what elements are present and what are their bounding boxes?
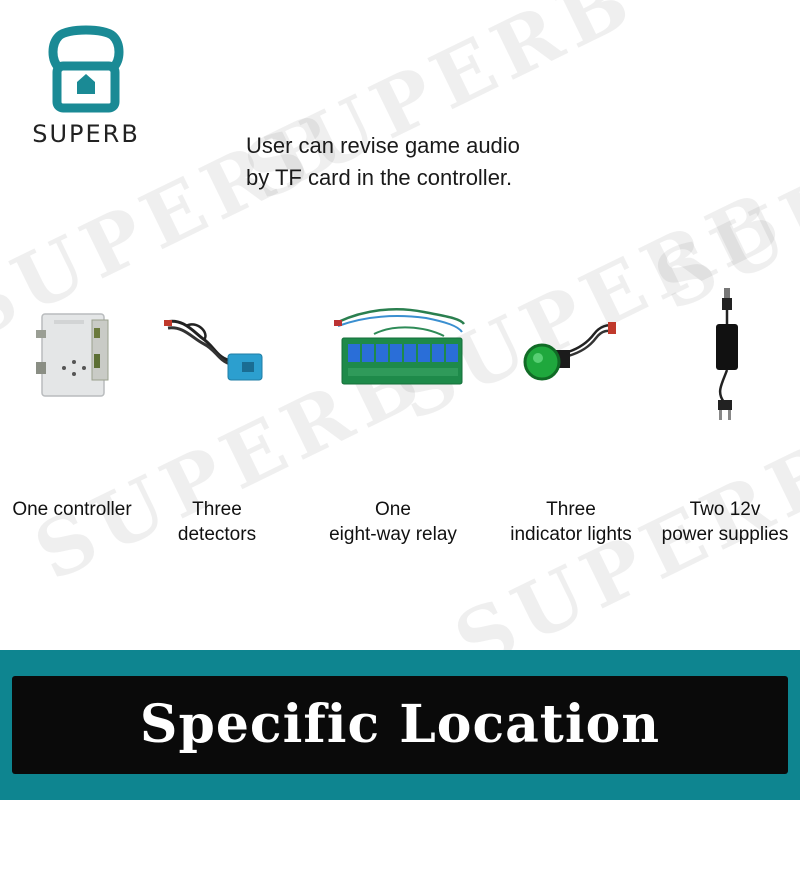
caption-line: power supplies xyxy=(661,524,789,545)
power-adapter-icon xyxy=(716,288,738,420)
brand-name: SUPERB xyxy=(32,120,140,148)
brand-logo: SUPERB xyxy=(20,22,152,152)
detector-sensor-icon xyxy=(164,319,263,381)
product-caption: Two 12v power supplies xyxy=(654,497,796,547)
caption-line: Three xyxy=(192,499,242,520)
banner-title: Specific Location Detector xyxy=(139,694,661,853)
title-banner: Specific Location Detector xyxy=(0,650,800,853)
intro-text: User can revise game audio by TF card in… xyxy=(246,130,606,194)
caption-line: Three xyxy=(546,499,596,520)
product-caption: Three detectors xyxy=(160,497,274,547)
caption-line: eight-way relay xyxy=(329,524,457,545)
product-caption: One controller xyxy=(8,497,136,522)
caption-line: One xyxy=(375,499,411,520)
caption-line: detectors xyxy=(177,524,257,545)
caption-line: One controller xyxy=(12,499,132,520)
indicator-light-icon xyxy=(523,322,616,381)
intro-line: User can revise game audio xyxy=(246,133,520,158)
caption-line: indicator lights xyxy=(510,524,632,545)
product-caption: One eight-way relay xyxy=(320,497,466,547)
title-box: Specific Location Detector xyxy=(12,676,788,853)
intro-line: by TF card in the controller. xyxy=(246,165,513,190)
lock-house-icon xyxy=(48,25,124,113)
product-caption: Three indicator lights xyxy=(502,497,640,547)
watermark: SUPERB xyxy=(441,422,800,689)
controller-board-icon xyxy=(36,313,109,397)
caption-line: Two 12v xyxy=(689,499,761,520)
relay-board-icon xyxy=(334,307,466,385)
